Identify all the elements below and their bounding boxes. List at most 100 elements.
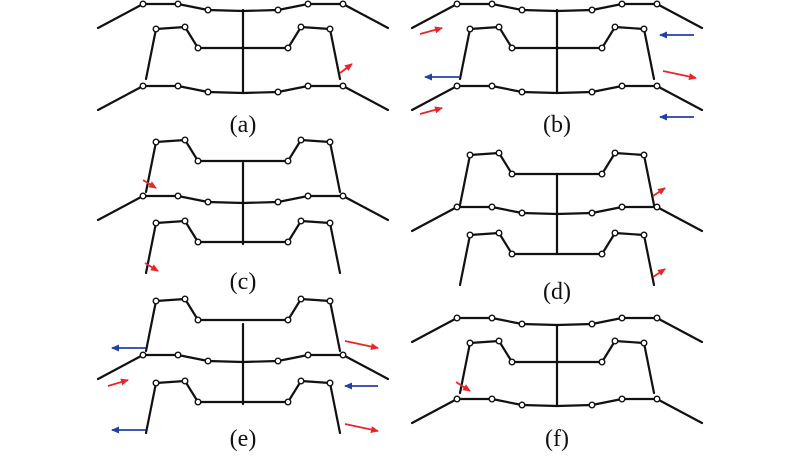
arch-leg [458, 339, 656, 395]
joint-node [152, 138, 160, 146]
joint-node [139, 192, 147, 200]
joint-node [518, 209, 526, 217]
red-arrow [455, 381, 471, 392]
wing-bar [410, 397, 704, 425]
joint-node [495, 337, 503, 345]
joint-node [326, 219, 334, 227]
joint-node [339, 82, 347, 90]
joint-node [518, 320, 526, 328]
joint-node [588, 88, 596, 96]
joint-node [508, 250, 516, 258]
red-arrow [344, 423, 379, 433]
joint-node [339, 0, 347, 8]
joint-node [618, 314, 626, 322]
wing-bar [96, 2, 390, 30]
joint-node [194, 44, 202, 52]
joint-node [174, 192, 182, 200]
joint-node [466, 231, 474, 239]
label-f: (f) [545, 426, 569, 452]
joint-node [297, 377, 305, 385]
joint-node [495, 149, 503, 157]
joint-node [274, 6, 282, 14]
joint-node [453, 395, 461, 403]
joint-node [653, 395, 661, 403]
joint-node [304, 0, 312, 8]
red-arrow [339, 63, 353, 74]
joint-node [139, 82, 147, 90]
joint-node [611, 23, 619, 31]
joint-node [194, 316, 202, 324]
panel-f [410, 314, 704, 425]
wing-bar [96, 353, 390, 381]
joint-node [284, 398, 292, 406]
joint-node [304, 82, 312, 90]
wing-bar [410, 205, 704, 233]
joint-node [339, 192, 347, 200]
joint-node [297, 217, 305, 225]
joint-node [508, 358, 516, 366]
joint-node [274, 198, 282, 206]
red-arrow [419, 26, 443, 35]
arch-leg [144, 138, 342, 194]
label-d: (d) [543, 279, 571, 305]
joint-node [598, 250, 606, 258]
wing-bar [410, 2, 704, 30]
joint-node [139, 0, 147, 8]
joint-node [466, 25, 474, 33]
joint-node [618, 203, 626, 211]
joint-node [598, 44, 606, 52]
joint-node [588, 6, 596, 14]
arch-leg [144, 379, 342, 435]
joint-node [508, 170, 516, 178]
joint-node [174, 82, 182, 90]
panel-c [96, 136, 390, 275]
joint-node [181, 377, 189, 385]
joint-node [284, 44, 292, 52]
joint-node [181, 136, 189, 144]
joint-node [204, 198, 212, 206]
joint-node [588, 209, 596, 217]
joint-node [274, 88, 282, 96]
joint-node [618, 0, 626, 8]
red-arrow [344, 340, 379, 350]
joint-node [588, 401, 596, 409]
arch-leg [458, 25, 656, 81]
joint-node [466, 151, 474, 159]
joint-node [653, 82, 661, 90]
red-arrow [652, 187, 666, 197]
joint-node [194, 238, 202, 246]
joint-node [339, 351, 347, 359]
joint-node [204, 357, 212, 365]
joint-node [152, 219, 160, 227]
joint-node [518, 88, 526, 96]
arch-leg [144, 25, 342, 81]
wing-bar [96, 84, 390, 112]
joint-node [139, 351, 147, 359]
joint-node [488, 314, 496, 322]
joint-node [152, 25, 160, 33]
joint-node [181, 217, 189, 225]
wing-bar [410, 316, 704, 344]
joint-node [453, 314, 461, 322]
joint-node [326, 297, 334, 305]
joint-node [326, 138, 334, 146]
arch-leg [458, 231, 656, 287]
label-a: (a) [230, 112, 257, 138]
joint-node [274, 357, 282, 365]
panel-a [96, 0, 390, 112]
joint-node [598, 170, 606, 178]
red-arrow [142, 179, 157, 189]
joint-node [204, 6, 212, 14]
joint-node [488, 203, 496, 211]
joint-node [453, 0, 461, 8]
joint-node [495, 229, 503, 237]
red-arrow [107, 378, 129, 387]
joint-node [618, 395, 626, 403]
joint-node [284, 238, 292, 246]
joint-node [588, 320, 596, 328]
joint-node [598, 358, 606, 366]
joint-node [297, 136, 305, 144]
label-b: (b) [543, 112, 571, 138]
arch-leg [144, 219, 342, 275]
joint-node [194, 398, 202, 406]
